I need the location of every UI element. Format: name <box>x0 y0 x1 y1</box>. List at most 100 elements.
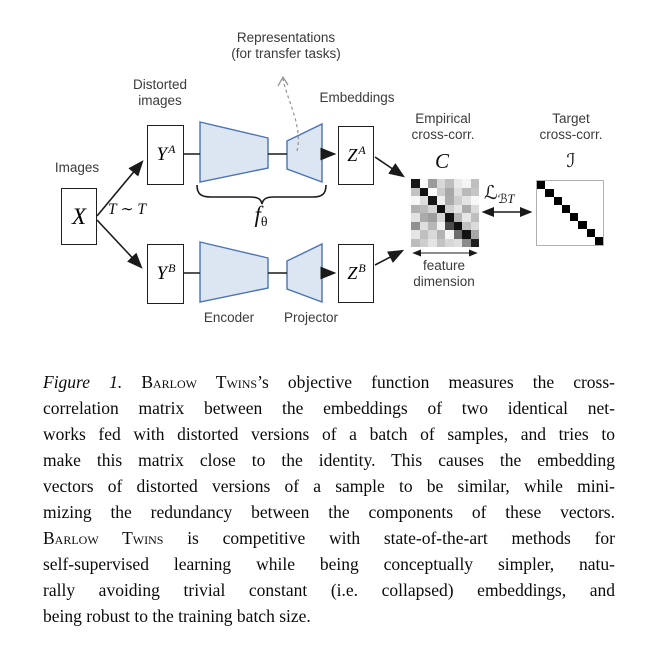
target-matrix <box>536 180 604 246</box>
empirical-matrix-cell <box>411 238 420 247</box>
caption-text: make this matrix close to the identity. … <box>43 450 615 470</box>
identity-cell <box>545 197 554 205</box>
empirical-matrix-cell <box>462 196 471 205</box>
identity-cell <box>553 221 562 229</box>
identity-cell <box>578 205 587 213</box>
identity-cell <box>594 213 603 221</box>
identity-cell <box>553 229 562 237</box>
empirical-matrix-cell <box>428 187 437 196</box>
empirical-matrix-cell <box>445 187 454 196</box>
empirical-matrix-cell <box>462 213 471 222</box>
empirical-matrix-cell <box>419 187 428 196</box>
empirical-matrix-cell <box>470 187 479 196</box>
figure-caption: Figure 1. Barlow Twins’s objective funct… <box>43 369 615 629</box>
empirical-matrix-cell <box>462 238 471 247</box>
barlow-twins-loss-symbol: ℒℬT <box>484 182 515 206</box>
f-theta-label: fθ <box>254 202 268 230</box>
empirical-matrix-cell <box>411 179 420 188</box>
identity-cell <box>594 205 603 213</box>
caption-line: mizing the redundancy between the compon… <box>43 499 615 525</box>
empirical-matrix-cell <box>453 213 462 222</box>
identity-cell <box>545 229 554 237</box>
empirical-matrix-cell <box>445 204 454 213</box>
empirical-matrix-cell <box>428 213 437 222</box>
empirical-matrix-cell <box>419 179 428 188</box>
empirical-matrix-cell <box>436 196 445 205</box>
transform-sampling-label: T ∼ T <box>108 200 146 218</box>
caption-text: works fed with distorted versions of a b… <box>43 424 615 444</box>
identity-cell <box>586 221 595 229</box>
projector-trapezoid-top <box>286 122 323 184</box>
identity-cell <box>594 197 603 205</box>
identity-cell <box>545 237 554 245</box>
identity-cell <box>586 213 595 221</box>
caption-line: rally avoiding trivial constant (i.e. co… <box>43 577 615 603</box>
identity-cell <box>545 205 554 213</box>
empirical-matrix-cell <box>453 179 462 188</box>
identity-cell <box>594 221 603 229</box>
identity-diagonal-cell <box>553 197 562 205</box>
embeddings-label: Embeddings <box>319 90 395 105</box>
empirical-matrix-cell <box>428 230 437 239</box>
empirical-matrix-cell <box>411 187 420 196</box>
empirical-matrix-cell <box>453 230 462 239</box>
identity-cell <box>570 197 579 205</box>
projector-label: Projector <box>283 310 339 325</box>
projector-trapezoid-bottom <box>286 242 323 304</box>
identity-cell <box>586 197 595 205</box>
identity-cell <box>537 189 546 197</box>
caption-text: mizing the redundancy between the compon… <box>43 502 615 522</box>
identity-cell <box>561 237 570 245</box>
identity-cell <box>537 237 546 245</box>
empirical-matrix-cell <box>411 230 420 239</box>
identity-cell <box>545 181 554 189</box>
caption-line: works fed with distorted versions of a b… <box>43 421 615 447</box>
identity-cell <box>537 229 546 237</box>
empirical-matrix-cell <box>453 187 462 196</box>
empirical-matrix-cell <box>419 196 428 205</box>
identity-cell <box>537 221 546 229</box>
identity-cell <box>553 213 562 221</box>
empirical-matrix-cell <box>428 238 437 247</box>
caption-line: vectors of distorted versions of a sampl… <box>43 473 615 499</box>
empirical-matrix-cell <box>428 204 437 213</box>
identity-cell <box>578 213 587 221</box>
caption-text: vectors of distorted versions of a sampl… <box>43 476 615 496</box>
identity-cell <box>561 181 570 189</box>
identity-cell <box>570 221 579 229</box>
identity-cell <box>586 237 595 245</box>
identity-diagonal-cell <box>537 181 546 189</box>
caption-text: is competitive with state-of-the-art met… <box>163 528 615 548</box>
caption-line: being robust to the training batch size. <box>43 603 615 629</box>
identity-diagonal-cell <box>570 213 579 221</box>
empirical-matrix-cell <box>436 230 445 239</box>
empirical-matrix-cell <box>445 221 454 230</box>
empirical-matrix-cell <box>419 213 428 222</box>
empirical-matrix-cell <box>428 196 437 205</box>
empirical-matrix-cell <box>470 230 479 239</box>
empirical-matrix-cell <box>462 230 471 239</box>
identity-cell <box>578 189 587 197</box>
identity-cell <box>553 181 562 189</box>
identity-cell <box>545 221 554 229</box>
empirical-matrix-cell <box>436 187 445 196</box>
feature-dimension-label: feature dimension <box>413 258 475 289</box>
identity-cell <box>561 189 570 197</box>
caption-text: self-supervised learning while being con… <box>43 554 615 574</box>
empirical-matrix-cell <box>445 179 454 188</box>
empirical-matrix-cell <box>411 204 420 213</box>
caption-text: correlation matrix between the embedding… <box>43 398 615 418</box>
identity-cell <box>570 189 579 197</box>
representations-dashed-arrow <box>282 78 299 152</box>
empirical-matrix-cell <box>470 213 479 222</box>
caption-smallcaps-text: Barlow Twins <box>141 372 258 392</box>
identity-cell <box>578 197 587 205</box>
empirical-matrix-cell <box>419 230 428 239</box>
identity-cell <box>586 189 595 197</box>
distorted-images-label: Distorted images <box>132 77 188 108</box>
empirical-matrix-cell <box>411 196 420 205</box>
identity-cell <box>578 229 587 237</box>
target-matrix-symbol: ℐ <box>566 150 576 172</box>
